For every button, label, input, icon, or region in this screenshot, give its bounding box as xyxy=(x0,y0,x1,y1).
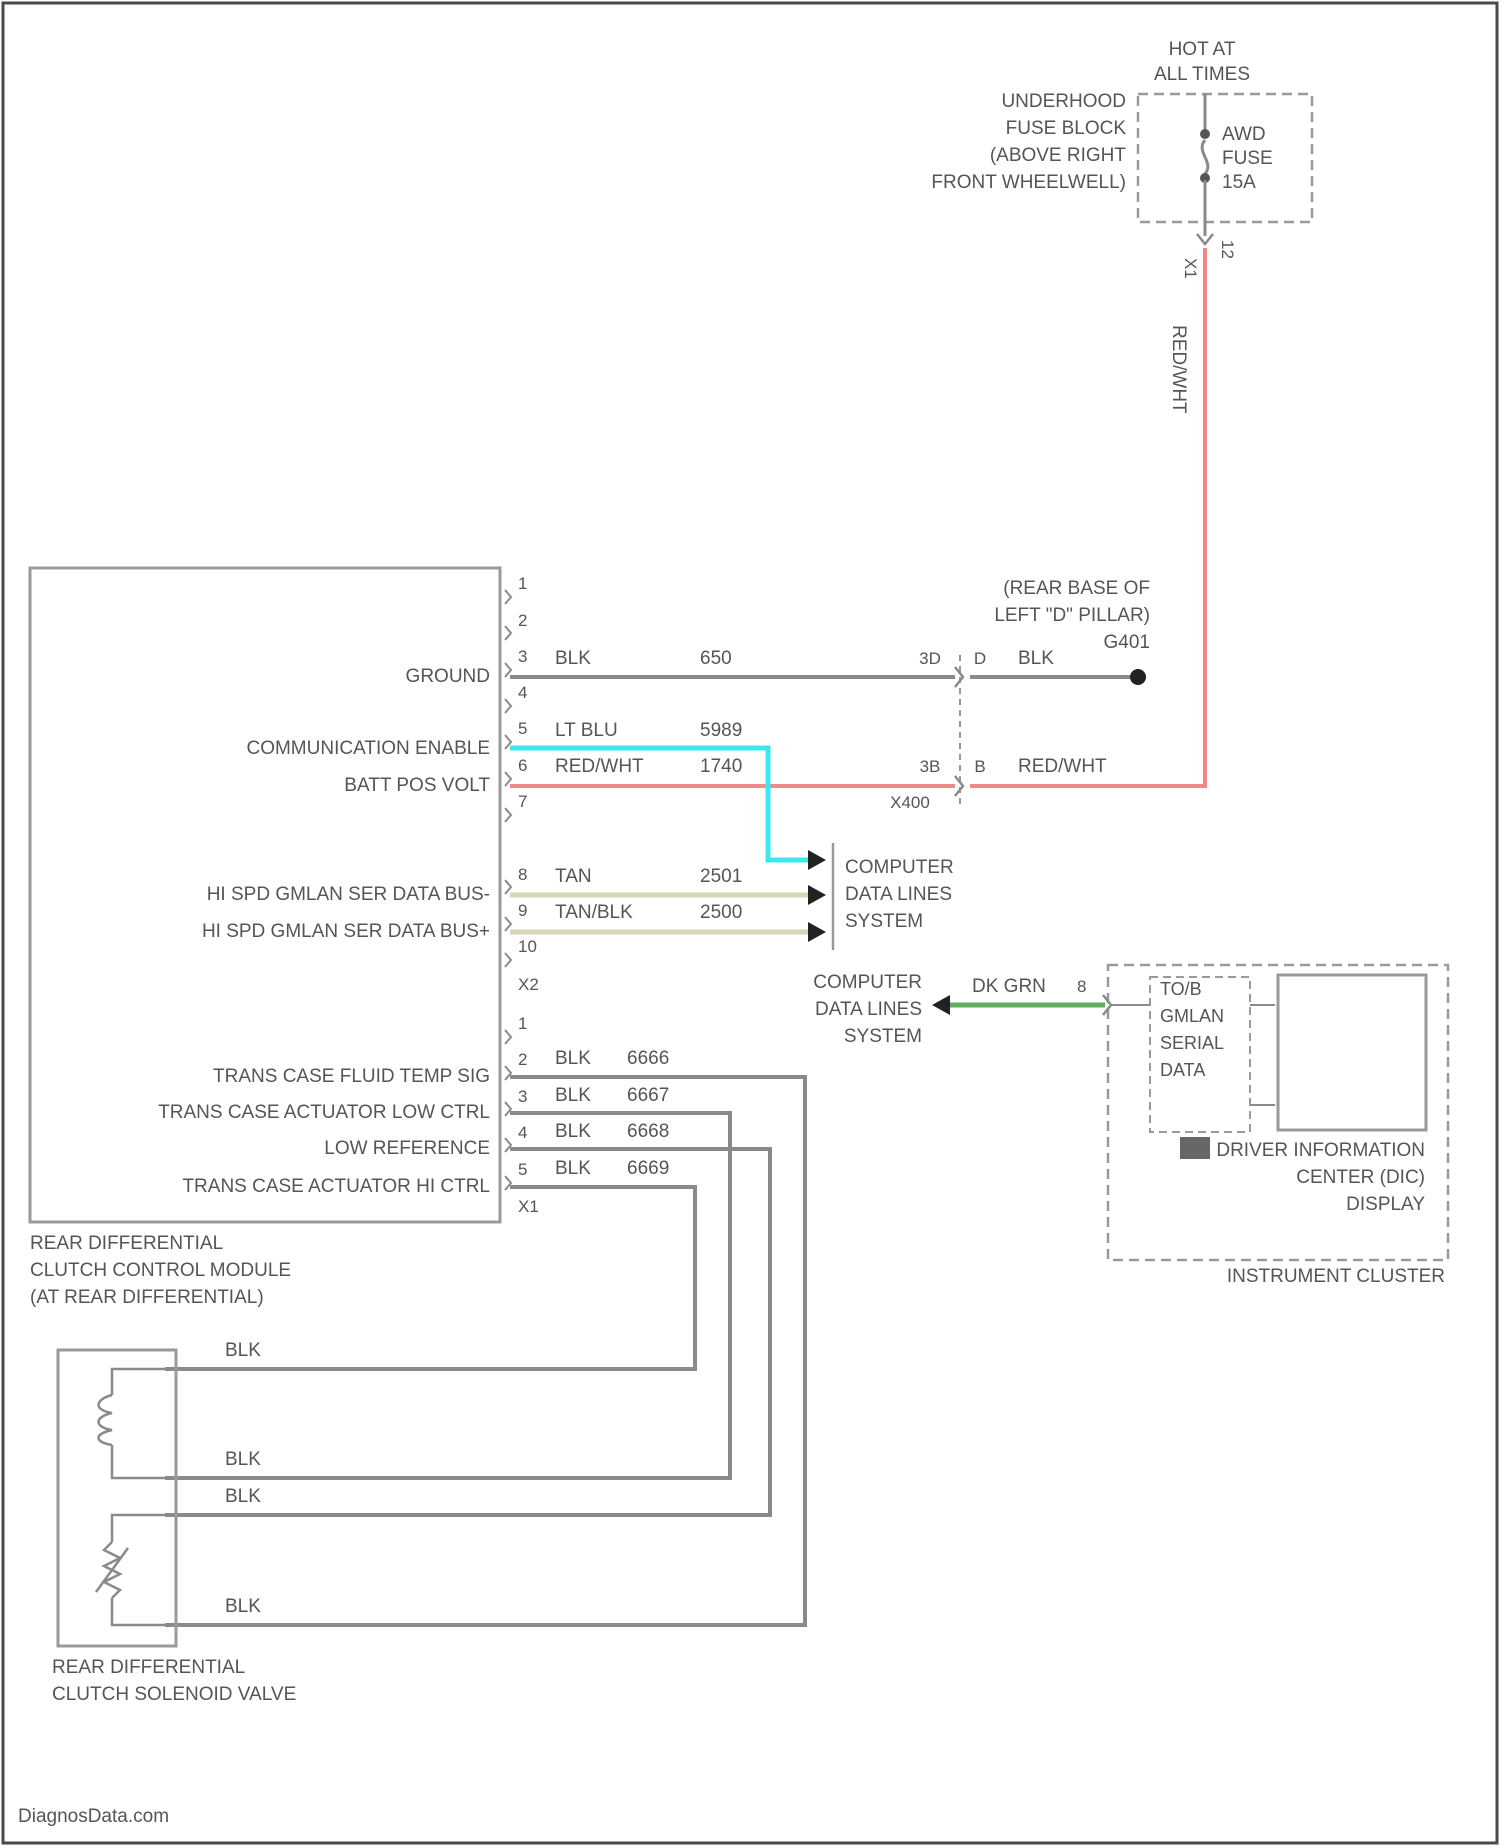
data-lines-label-1: COMPUTER xyxy=(845,857,954,878)
data-lines-label-2: DATA LINES xyxy=(845,884,952,905)
dic-label-1: DRIVER INFORMATION xyxy=(1216,1140,1425,1161)
splice-power-color: RED/WHT xyxy=(1018,756,1107,777)
hot-at-label: HOT AT xyxy=(1169,39,1236,60)
x2-pin-5: 5 xyxy=(518,719,527,738)
solenoid-wire-label-2: BLK xyxy=(225,1449,261,1470)
signal-comm-enable: COMMUNICATION ENABLE xyxy=(246,738,490,759)
cluster-pin: 8 xyxy=(1077,977,1086,996)
signal-actuator-low: TRANS CASE ACTUATOR LOW CTRL xyxy=(158,1102,490,1123)
x1-pin-2: 2 xyxy=(518,1050,527,1069)
x1-pin-4: 4 xyxy=(518,1123,527,1142)
gmlan-plus-circuit: 2500 xyxy=(700,902,742,923)
x1-4-wire-color: BLK xyxy=(555,1121,591,1142)
batt-wire-circuit: 1740 xyxy=(700,756,742,777)
solenoid-name-1: REAR DIFFERENTIAL xyxy=(52,1657,245,1678)
module-name-1: REAR DIFFERENTIAL xyxy=(30,1233,223,1254)
dic-label-backing xyxy=(1180,1137,1210,1159)
ground-location-2: LEFT "D" PILLAR) xyxy=(994,605,1150,626)
x1-5-wire-circuit: 6669 xyxy=(627,1158,669,1179)
signal-actuator-hi: TRANS CASE ACTUATOR HI CTRL xyxy=(182,1176,490,1197)
cluster-wire-color: DK GRN xyxy=(972,976,1046,997)
fuse-name: AWD xyxy=(1222,124,1266,145)
x1-5-wire-color: BLK xyxy=(555,1158,591,1179)
fuse-rating: 15A xyxy=(1222,172,1256,193)
gmlan-minus-color: TAN xyxy=(555,866,592,887)
x1-3-wire-circuit: 6667 xyxy=(627,1085,669,1106)
splice-ground-color: BLK xyxy=(1018,648,1054,669)
x2-pin-7: 7 xyxy=(518,792,527,811)
fuse-connector-pin: 12 xyxy=(1218,240,1237,259)
data-lines-label-3: SYSTEM xyxy=(845,911,923,932)
comm-wire-color: LT BLU xyxy=(555,720,618,741)
signal-gmlan-minus: HI SPD GMLAN SER DATA BUS- xyxy=(207,884,490,905)
x2-pin-1: 1 xyxy=(518,574,527,593)
signal-fluid-temp: TRANS CASE FLUID TEMP SIG xyxy=(213,1066,490,1087)
bus-label-1: TO/B xyxy=(1160,979,1202,999)
fuse-wire-color-label: RED/WHT xyxy=(1168,325,1189,414)
batt-wire-color: RED/WHT xyxy=(555,756,644,777)
comm-wire-circuit: 5989 xyxy=(700,720,742,741)
solenoid-wire-label-4: BLK xyxy=(225,1596,261,1617)
ground-location-1: (REAR BASE OF xyxy=(1003,578,1150,599)
signal-low-reference: LOW REFERENCE xyxy=(324,1138,490,1159)
data-lines-label-1: COMPUTER xyxy=(813,972,922,993)
x2-pin-8: 8 xyxy=(518,865,527,884)
x1-2-wire-color: BLK xyxy=(555,1048,591,1069)
module-name-2: CLUTCH CONTROL MODULE xyxy=(30,1260,291,1281)
x2-pin-6: 6 xyxy=(518,756,527,775)
all-times-label: ALL TIMES xyxy=(1154,64,1250,85)
x2-pin-10: 10 xyxy=(518,937,537,956)
bus-label-4: DATA xyxy=(1160,1060,1205,1080)
cluster-name: INSTRUMENT CLUSTER xyxy=(1227,1266,1445,1287)
x1-2-wire-circuit: 6666 xyxy=(627,1048,669,1069)
x2-pin-3: 3 xyxy=(518,647,527,666)
x2-pin-9: 9 xyxy=(518,901,527,920)
fuse-connector-label: X1 xyxy=(1181,258,1200,279)
solenoid-wire-label-3: BLK xyxy=(225,1486,261,1507)
fuse-block-name-3: (ABOVE RIGHT xyxy=(990,145,1127,166)
dic-label-3: DISPLAY xyxy=(1346,1194,1425,1215)
x1-connector-label: X1 xyxy=(518,1197,539,1216)
fuse-block-name-4: FRONT WHEELWELL) xyxy=(931,172,1126,193)
gmlan-minus-circuit: 2501 xyxy=(700,866,742,887)
x1-pin-3: 3 xyxy=(518,1087,527,1106)
bus-label-3: SERIAL xyxy=(1160,1033,1224,1053)
solenoid-name-2: CLUTCH SOLENOID VALVE xyxy=(52,1684,296,1705)
dic-label-2: CENTER (DIC) xyxy=(1296,1167,1425,1188)
ground-id: G401 xyxy=(1104,632,1150,653)
x1-4-wire-circuit: 6668 xyxy=(627,1121,669,1142)
x2-pin-4: 4 xyxy=(518,683,527,702)
fuse-terminal-top xyxy=(1200,129,1210,139)
fuse-block-name-2: FUSE BLOCK xyxy=(1006,118,1127,139)
fuse-name-2: FUSE xyxy=(1222,148,1273,169)
signal-gmlan-plus: HI SPD GMLAN SER DATA BUS+ xyxy=(202,921,490,942)
ground-wire-color: BLK xyxy=(555,648,591,669)
ground-wire-circuit: 650 xyxy=(700,648,732,669)
x1-3-wire-color: BLK xyxy=(555,1085,591,1106)
signal-ground: GROUND xyxy=(406,666,490,687)
splice-pin-3b: 3B xyxy=(920,757,941,776)
x1-pin-1: 1 xyxy=(518,1014,527,1033)
x2-connector-label: X2 xyxy=(518,975,539,994)
solenoid-wire-label-1: BLK xyxy=(225,1340,261,1361)
splice-connector-label: X400 xyxy=(890,793,930,812)
splice-pin-d: D xyxy=(974,649,986,668)
x1-pin-5: 5 xyxy=(518,1160,527,1179)
data-lines-label-2: DATA LINES xyxy=(815,999,922,1020)
data-lines-label-3: SYSTEM xyxy=(844,1026,922,1047)
fuse-block-name-1: UNDERHOOD xyxy=(1001,91,1126,112)
module-name-3: (AT REAR DIFFERENTIAL) xyxy=(30,1287,264,1308)
gmlan-plus-color: TAN/BLK xyxy=(555,902,633,923)
watermark: DiagnosData.com xyxy=(18,1806,169,1827)
x2-pin-2: 2 xyxy=(518,611,527,630)
bus-label-2: GMLAN xyxy=(1160,1006,1224,1026)
splice-pin-3d: 3D xyxy=(919,649,941,668)
signal-batt-pos-volt: BATT POS VOLT xyxy=(344,775,490,796)
splice-pin-b: B xyxy=(974,757,985,776)
